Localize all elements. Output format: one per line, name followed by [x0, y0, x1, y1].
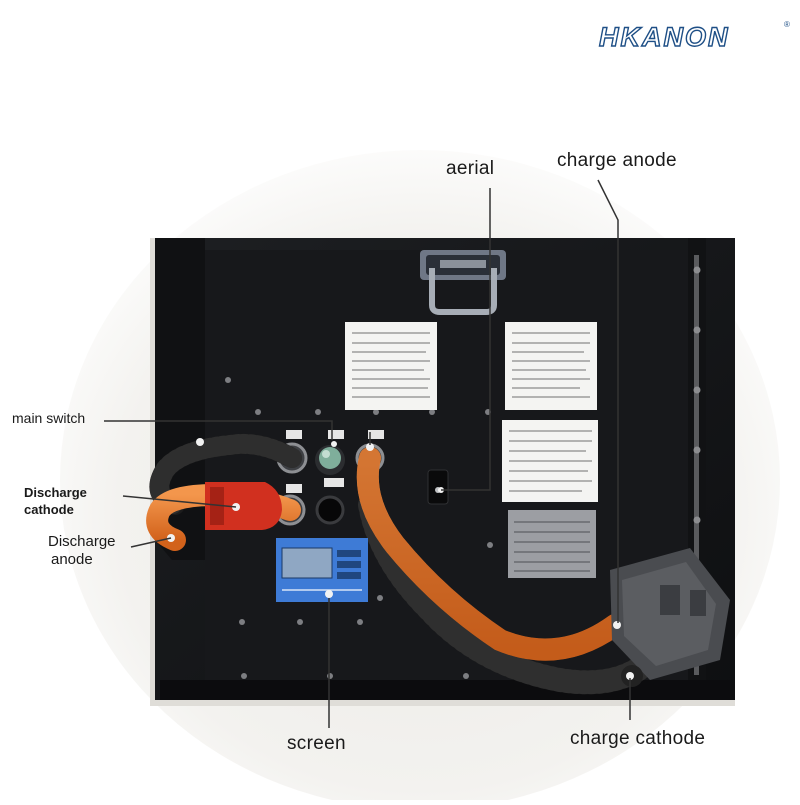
- warning-sticker-right-top: [505, 322, 597, 410]
- label-discharge-anode: Discharge anode: [48, 533, 116, 569]
- main-switch-knob: [315, 445, 345, 475]
- label-aerial: aerial: [446, 158, 495, 179]
- label-discharge-cathode-line2: cathode: [24, 502, 74, 517]
- label-screen: screen: [287, 733, 346, 754]
- label-charge-anode: charge anode: [557, 150, 677, 171]
- red-terminal-cover: [205, 482, 282, 530]
- nameplate: [508, 510, 596, 578]
- brand-logo: HKANON ®: [597, 18, 790, 58]
- leader-main-switch: [104, 420, 333, 440]
- terminal-tags: [286, 430, 384, 493]
- label-discharge-anode-line1: Discharge: [48, 533, 116, 550]
- leader-discharge-cathode: [122, 495, 237, 508]
- leader-lines: [104, 179, 631, 728]
- warning-sticker-left: [345, 322, 437, 410]
- label-main-switch: main switch: [12, 410, 86, 426]
- handle: [420, 250, 506, 315]
- brand-logo-text: HKANON: [598, 21, 730, 52]
- registered-mark: ®: [784, 20, 790, 29]
- label-discharge-cathode: Discharge cathode: [24, 484, 87, 518]
- warning-sticker-right-bottom: [502, 420, 598, 502]
- label-charge-cathode: charge cathode: [570, 728, 706, 749]
- label-discharge-cathode-line1: Discharge: [24, 485, 87, 500]
- charge-connector: [610, 548, 730, 687]
- secondary-knob: [315, 495, 345, 525]
- leader-charge-anode: [597, 179, 619, 623]
- leader-aerial: [441, 188, 491, 491]
- leader-discharge-anode: [130, 537, 172, 548]
- label-discharge-anode-line2: anode: [51, 551, 93, 568]
- callout-markers: [167, 438, 634, 680]
- screen-module: [276, 538, 368, 602]
